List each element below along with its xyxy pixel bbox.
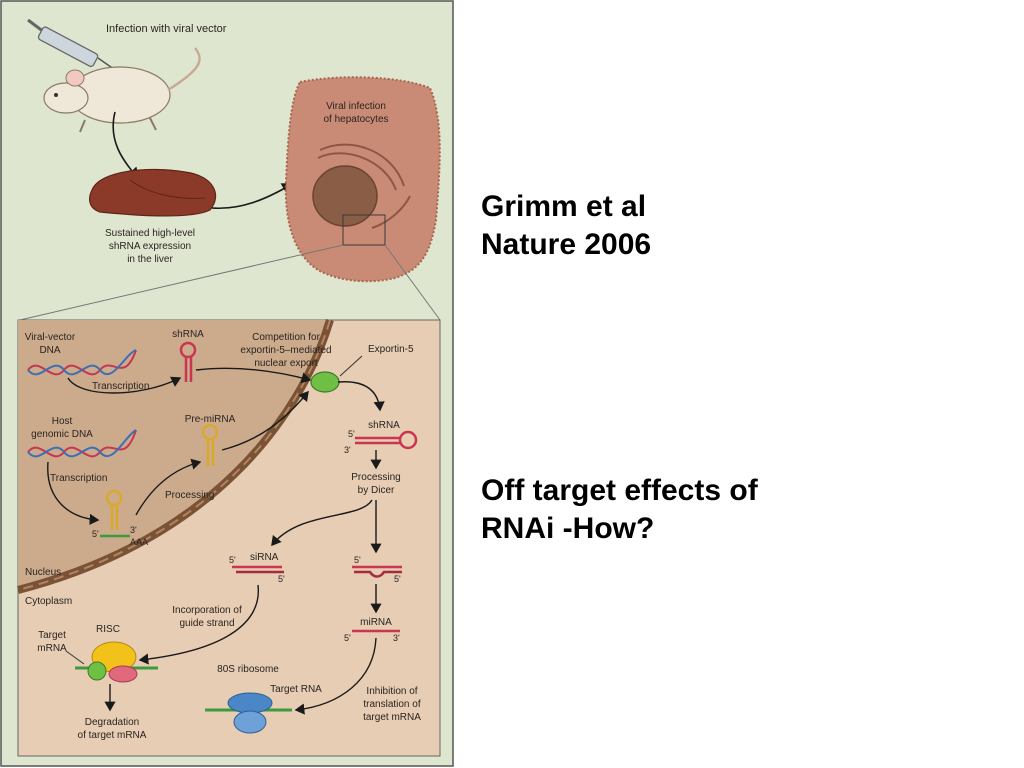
pri-mirna-hairpin bbox=[100, 489, 130, 538]
hepatocyte-label-line2: of hepatocytes bbox=[323, 114, 388, 125]
five-prime-label-6: 5' bbox=[394, 574, 401, 584]
degradation-label-line1: Degradation bbox=[85, 717, 139, 728]
question-line2: RNAi -How? bbox=[481, 512, 655, 545]
citation-block: Grimm et al Nature 2006 bbox=[481, 188, 651, 264]
risc-complex bbox=[75, 641, 158, 683]
pre-mirna-hairpin bbox=[201, 423, 219, 466]
shrna-hairpin-nucleus bbox=[179, 341, 197, 382]
question-line1: Off target effects of bbox=[481, 474, 758, 507]
liver-label-line2: shRNA expression bbox=[109, 241, 191, 252]
five-prime-label-5: 5' bbox=[354, 555, 361, 565]
shrna-hairpin-cytoplasm bbox=[355, 430, 418, 450]
shrna-label-cytoplasm: shRNA bbox=[368, 420, 400, 431]
degradation-label-line2: of target mRNA bbox=[78, 730, 147, 741]
target-mrna-label-line1: Target bbox=[38, 630, 66, 641]
incorporation-label-line1: Incorporation of bbox=[172, 605, 242, 616]
competition-label-line3: nuclear export bbox=[254, 358, 318, 369]
liver-icon bbox=[89, 168, 217, 217]
pre-mirna-label: Pre-miRNA bbox=[185, 414, 236, 425]
zoom-line-left bbox=[19, 244, 344, 321]
host-genomic-dna-helix bbox=[27, 429, 137, 458]
competition-label-line2: exportin-5–mediated bbox=[240, 345, 331, 356]
ribosome-80s bbox=[205, 692, 292, 734]
sirna-duplex bbox=[232, 565, 284, 574]
injection-label: Infection with viral vector bbox=[106, 23, 227, 35]
rnai-pathway-figure: Infection with viral vector Sustained hi… bbox=[0, 0, 454, 767]
hepatocyte-cell bbox=[284, 76, 441, 283]
question-block: Off target effects of RNAi -How? bbox=[481, 472, 758, 548]
dicer-label-line1: Processing bbox=[351, 472, 400, 483]
exportin-label: Exportin-5 bbox=[368, 344, 414, 355]
five-prime-label-7: 5' bbox=[344, 633, 351, 643]
target-mrna-label-line2: mRNA bbox=[37, 643, 67, 654]
aaa-label: AAA bbox=[130, 537, 148, 547]
five-prime-label-2: 5' bbox=[348, 429, 355, 439]
five-prime-label-1: 5' bbox=[92, 529, 99, 539]
cytoplasm-label: Cytoplasm bbox=[25, 596, 72, 607]
nucleus-label: Nucleus bbox=[25, 567, 61, 578]
host-dna-label-line1: Host bbox=[52, 416, 73, 427]
mirna-duplex bbox=[352, 565, 402, 578]
hepatocyte-label-line1: Viral infection bbox=[326, 101, 386, 112]
bottom-panel: Viral-vector DNA Transcription shRNA Com… bbox=[16, 318, 441, 757]
viral-vector-label-line2: DNA bbox=[39, 345, 60, 356]
target-rna-label: Target RNA bbox=[270, 684, 322, 695]
three-prime-label-3: 3' bbox=[393, 633, 400, 643]
transcription-label-2: Transcription bbox=[50, 473, 107, 484]
dicer-label-line2: by Dicer bbox=[358, 485, 395, 496]
host-dna-label-line2: genomic DNA bbox=[31, 429, 93, 440]
exportin-5-protein bbox=[310, 371, 340, 393]
processing-label: Processing bbox=[165, 490, 214, 501]
sirna-label: siRNA bbox=[250, 552, 279, 563]
incorporation-label-line2: guide strand bbox=[179, 618, 234, 629]
inhibition-label-line2: translation of bbox=[363, 699, 420, 710]
competition-label-line1: Competition for bbox=[252, 332, 320, 343]
arrow-liver-to-hepatocyte bbox=[211, 183, 294, 210]
liver-label-line1: Sustained high-level bbox=[105, 228, 195, 239]
risc-label: RISC bbox=[96, 624, 120, 635]
three-prime-label-1: 3' bbox=[130, 525, 137, 535]
three-prime-label-2: 3' bbox=[344, 445, 351, 455]
citation-line2: Nature 2006 bbox=[481, 228, 652, 261]
mirna-label: miRNA bbox=[360, 617, 392, 628]
viral-vector-dna-helix bbox=[27, 349, 137, 376]
viral-vector-label-line1: Viral-vector bbox=[25, 332, 76, 343]
transcription-label-1: Transcription bbox=[92, 381, 149, 392]
mouse-icon bbox=[43, 47, 201, 133]
citation-line1: Grimm et al bbox=[481, 190, 647, 223]
shrna-label-top: shRNA bbox=[172, 329, 204, 340]
ribosome-label: 80S ribosome bbox=[217, 664, 279, 675]
five-prime-label-3: 5' bbox=[229, 555, 236, 565]
liver-label-line3: in the liver bbox=[127, 254, 173, 265]
inhibition-label-line3: target mRNA bbox=[363, 712, 421, 723]
inhibition-label-line1: Inhibition of bbox=[366, 686, 417, 697]
top-panel: Infection with viral vector Sustained hi… bbox=[19, 18, 441, 321]
five-prime-label-4: 5' bbox=[278, 574, 285, 584]
zoom-line-right bbox=[384, 244, 441, 321]
